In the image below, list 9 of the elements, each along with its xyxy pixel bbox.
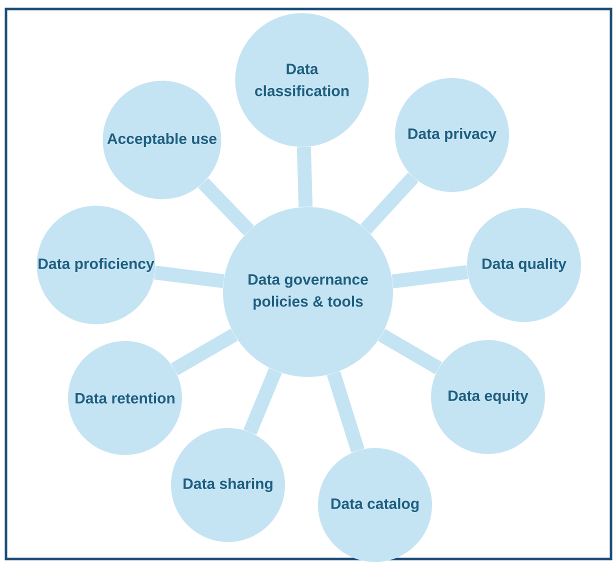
spoke: [392, 265, 468, 288]
spoke: [378, 328, 442, 374]
spoke: [170, 328, 238, 376]
spoke: [243, 368, 282, 435]
spoke: [198, 178, 254, 236]
spoke: [326, 371, 365, 453]
spoke: [360, 172, 418, 234]
spoke: [154, 266, 224, 288]
spoke: [296, 146, 313, 208]
